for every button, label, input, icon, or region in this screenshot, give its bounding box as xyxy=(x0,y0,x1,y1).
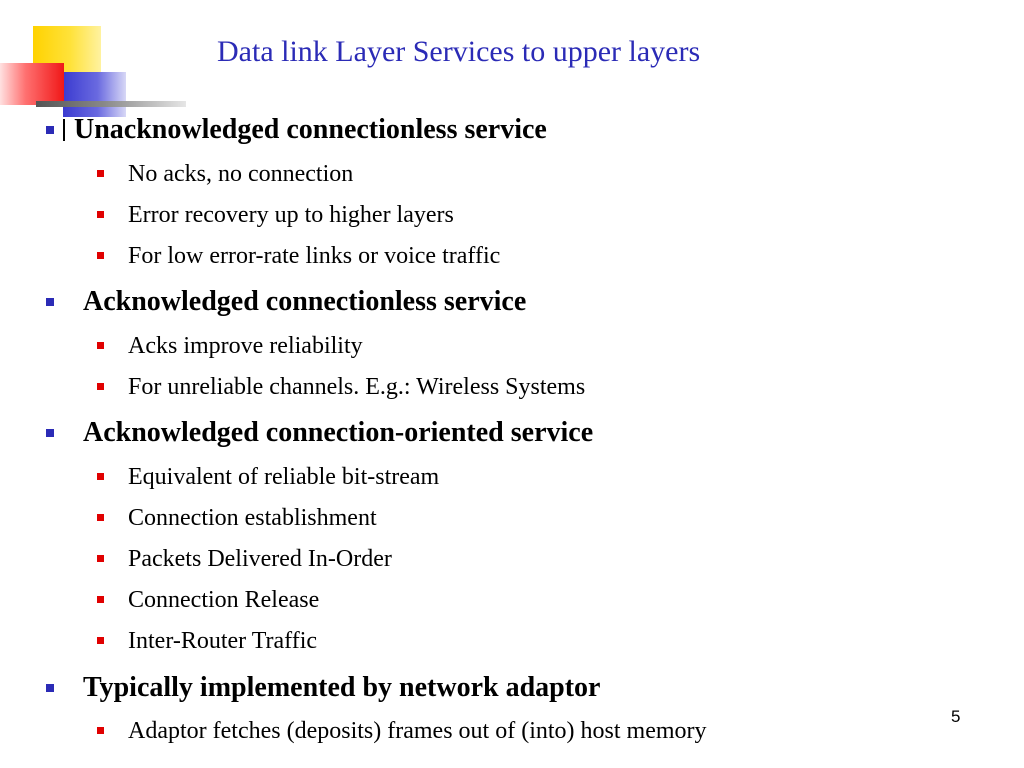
section-heading: Acknowledged connectionless service xyxy=(46,285,526,319)
section-heading-text: Acknowledged connection-oriented service xyxy=(83,417,594,448)
square-bullet-icon xyxy=(97,341,104,349)
square-bullet-icon xyxy=(46,683,54,692)
slide-title: Data link Layer Services to upper layers xyxy=(217,35,701,68)
square-bullet-icon xyxy=(97,636,104,644)
list-item: No acks, no connection xyxy=(97,159,353,189)
section-heading: Unacknowledged connectionless service xyxy=(46,113,547,147)
list-item: Connection establishment xyxy=(97,503,377,533)
square-bullet-icon xyxy=(97,472,104,480)
section-heading: Acknowledged connection-oriented service xyxy=(46,416,593,450)
section-heading-text: Acknowledged connectionless service xyxy=(83,286,527,317)
list-item: Packets Delivered In-Order xyxy=(97,544,392,574)
square-bullet-icon xyxy=(97,554,104,562)
list-item-text: Connection establishment xyxy=(128,505,377,531)
square-bullet-icon xyxy=(97,382,104,390)
square-bullet-icon xyxy=(97,595,104,603)
list-item-text: No acks, no connection xyxy=(128,161,354,187)
list-item: For low error-rate links or voice traffi… xyxy=(97,241,500,271)
list-item: Adaptor fetches (deposits) frames out of… xyxy=(97,716,707,746)
list-item-text: Adaptor fetches (deposits) frames out of… xyxy=(128,718,707,744)
list-item-text: For low error-rate links or voice traffi… xyxy=(128,243,501,269)
square-bullet-icon xyxy=(97,726,104,734)
list-item-text: Acks improve reliability xyxy=(128,333,363,359)
square-bullet-icon xyxy=(97,513,104,521)
list-item: Inter-Router Traffic xyxy=(97,626,317,656)
text-cursor-icon xyxy=(63,118,65,141)
page-number: 5 xyxy=(951,707,961,726)
logo-red-block xyxy=(0,63,64,105)
list-item-text: Connection Release xyxy=(128,587,320,613)
square-bullet-icon xyxy=(97,210,104,218)
list-item: Equivalent of reliable bit-stream xyxy=(97,462,439,492)
list-item-text: For unreliable channels. E.g.: Wireless … xyxy=(128,374,586,400)
section-heading: Typically implemented by network adaptor xyxy=(46,671,600,705)
square-bullet-icon xyxy=(97,251,104,259)
list-item-text: Inter-Router Traffic xyxy=(128,628,318,654)
list-item: For unreliable channels. E.g.: Wireless … xyxy=(97,372,585,402)
square-bullet-icon xyxy=(46,428,54,437)
section-heading-text: Unacknowledged connectionless service xyxy=(74,114,547,145)
list-item: Acks improve reliability xyxy=(97,331,363,361)
list-item-text: Equivalent of reliable bit-stream xyxy=(128,464,440,490)
list-item-text: Error recovery up to higher layers xyxy=(128,202,454,228)
list-item: Connection Release xyxy=(97,585,319,615)
logo-blue-block xyxy=(63,72,126,117)
logo-underline xyxy=(36,101,186,107)
section-heading-text: Typically implemented by network adaptor xyxy=(83,672,601,703)
square-bullet-icon xyxy=(46,125,54,134)
square-bullet-icon xyxy=(46,297,54,306)
list-item: Error recovery up to higher layers xyxy=(97,200,454,230)
list-item-text: Packets Delivered In-Order xyxy=(128,546,392,572)
square-bullet-icon xyxy=(97,169,104,177)
